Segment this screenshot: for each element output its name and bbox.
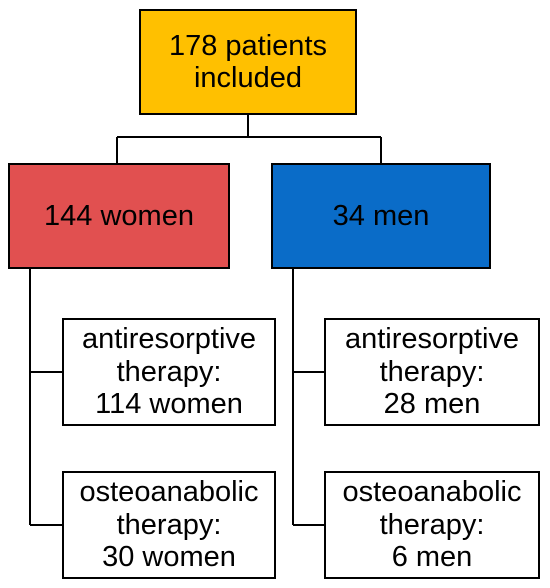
men-osteoanabolic-line-3: 6 men xyxy=(391,541,473,574)
root-to-groups-connector xyxy=(116,115,382,163)
women-osteoanabolic-line-2: therapy: xyxy=(116,508,222,541)
men-osteoanabolic-line-2: therapy: xyxy=(379,508,485,541)
men-group-label: 34 men xyxy=(332,199,430,232)
women-antiresorptive-line-2: therapy: xyxy=(116,355,222,388)
women-antiresorptive-node: antiresorptive therapy: 114 women xyxy=(62,318,276,426)
women-antiresorptive-line-1: antiresorptive xyxy=(81,323,257,356)
women-osteoanabolic-line-3: 30 women xyxy=(102,541,236,574)
men-osteoanabolic-line-1: osteoanabolic xyxy=(342,476,522,509)
men-antiresorptive-node: antiresorptive therapy: 28 men xyxy=(324,318,540,426)
women-osteoanabolic-line-1: osteoanabolic xyxy=(79,476,259,509)
men-group-node: 34 men xyxy=(271,163,491,269)
women-group-label: 144 women xyxy=(44,199,194,232)
women-osteoanabolic-node: osteoanabolic therapy: 30 women xyxy=(62,471,276,579)
men-osteoanabolic-node: osteoanabolic therapy: 6 men xyxy=(324,471,540,579)
root-node-line-1: 178 patients xyxy=(168,29,327,62)
root-node-line-2: included xyxy=(193,62,302,94)
women-antiresorptive-line-3: 114 women xyxy=(95,388,243,421)
men-antiresorptive-line-1: antiresorptive xyxy=(344,323,520,356)
men-antiresorptive-line-3: 28 men xyxy=(383,388,481,421)
root-node-patients-included: 178 patients included xyxy=(139,9,357,115)
men-antiresorptive-line-2: therapy: xyxy=(379,355,485,388)
women-group-node: 144 women xyxy=(8,163,230,269)
men-branch-connector xyxy=(292,269,324,526)
women-branch-connector xyxy=(29,269,62,526)
